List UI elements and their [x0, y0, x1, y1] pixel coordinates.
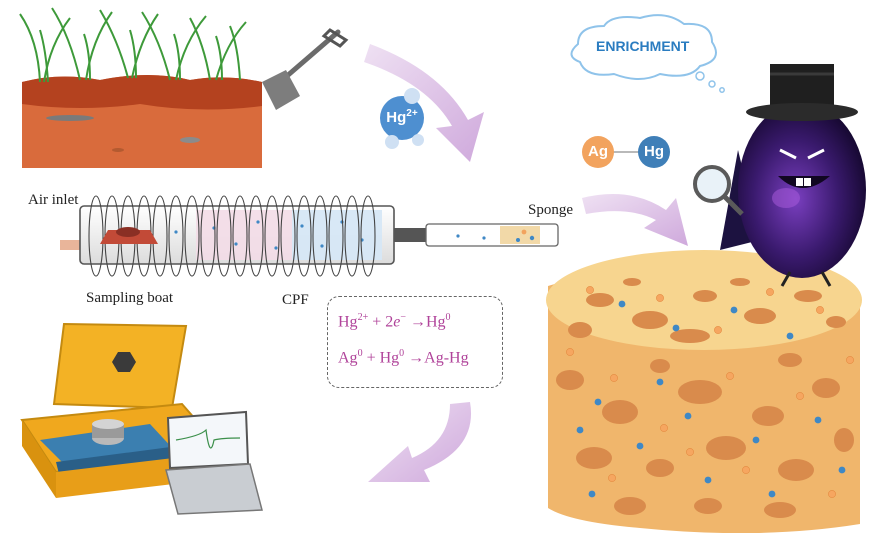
- reaction-equation-box: [327, 296, 503, 388]
- flow-arrow-right: [582, 194, 688, 246]
- hg-label: Hg: [644, 143, 664, 160]
- tube-furnace: [60, 195, 559, 277]
- soil-block: [22, 75, 262, 168]
- flow-arrow-top: [364, 44, 484, 162]
- flow-arrow-bottom: [368, 402, 472, 482]
- equation-amalgamation: Ag0 + Hg0 →Ag-Hg: [338, 348, 469, 367]
- hg-ion-label: Hg2+: [386, 108, 418, 126]
- hg-ion-bubble: [380, 88, 424, 149]
- sampling-boat-label: Sampling boat: [86, 290, 174, 306]
- cpf-label: CPF: [282, 292, 309, 308]
- sampling-boat: [100, 227, 158, 244]
- air-inlet-label: Air inlet: [28, 192, 79, 208]
- ag-label: Ag: [588, 143, 608, 160]
- shovel: [262, 28, 349, 110]
- enrichment-label: ENRICHMENT: [596, 38, 690, 54]
- grass-tufts: [19, 7, 247, 83]
- mercury-monster-mascot: [693, 64, 866, 287]
- ag-hg-pair: [582, 136, 670, 168]
- laptop: [165, 410, 263, 515]
- sponge: [546, 250, 862, 533]
- equation-reduction: Hg2+ + 2e− →Hg0: [338, 312, 451, 331]
- sponge-label: Sponge: [528, 202, 573, 218]
- enrichment-cloud: [570, 14, 725, 93]
